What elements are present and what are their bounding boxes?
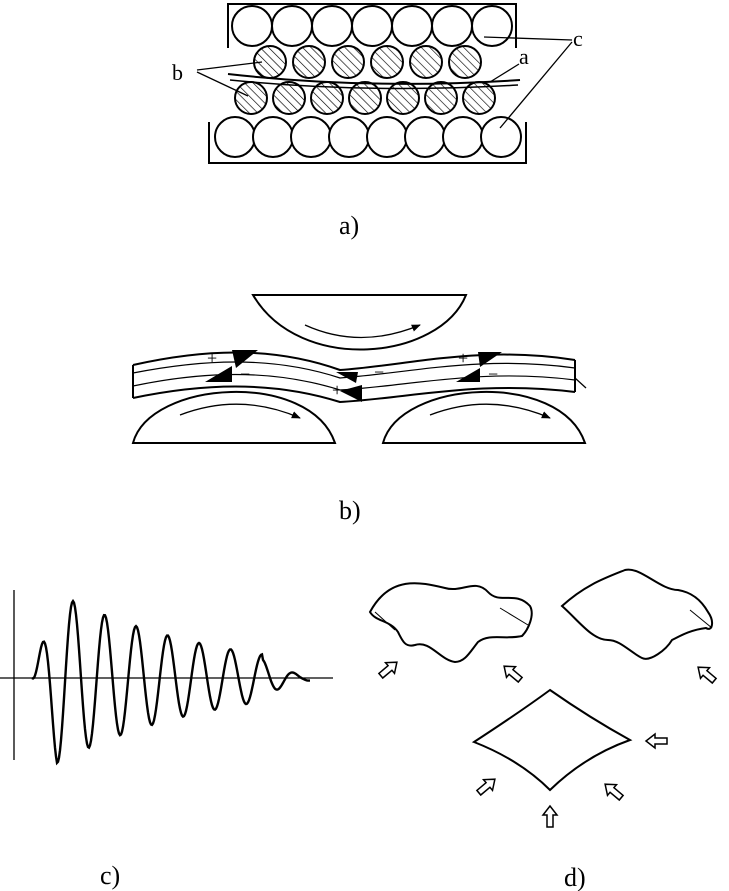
large-ball	[328, 116, 370, 158]
large-ball	[290, 116, 332, 158]
hatched-balls-lower-row	[234, 81, 496, 115]
top-plate	[227, 3, 517, 48]
panel-a-diagram: b a c	[172, 3, 583, 164]
panel-c-diagram	[0, 590, 333, 766]
large-ball	[311, 5, 353, 47]
leader-c-2	[499, 41, 573, 129]
decaying-oscillation-curve	[31, 598, 310, 766]
hollow-arrow-icon	[644, 732, 668, 750]
sign-plus-2: +	[332, 380, 342, 400]
strip-tail	[574, 377, 587, 389]
lower-half-roll-right	[381, 391, 587, 444]
lower-roll-right-arrow	[429, 403, 551, 419]
diamond-sheet	[471, 688, 633, 792]
stress-wedge-3	[336, 372, 358, 383]
stress-wedge-5	[478, 352, 502, 367]
compression-arrows	[377, 661, 718, 828]
label-a: a	[519, 44, 529, 69]
hatched-ball	[409, 45, 443, 79]
strip-middle-line-2	[132, 373, 576, 391]
hatched-ball	[348, 81, 382, 115]
caption-d: d)	[564, 863, 586, 891]
large-ball	[252, 116, 294, 158]
sign-minus-2: −	[374, 362, 384, 382]
hatched-balls-upper-row	[253, 45, 482, 79]
hatched-ball	[370, 45, 404, 79]
strip-bottom-edge	[132, 385, 576, 404]
large-ball	[471, 5, 513, 47]
sheet-1-edge	[374, 611, 396, 631]
large-ball	[351, 5, 393, 47]
hollow-arrow-icon	[541, 804, 559, 828]
caption-c: c)	[100, 861, 120, 890]
large-ball	[431, 5, 473, 47]
stress-wedge-1	[232, 350, 258, 368]
large-ball	[404, 116, 446, 158]
strip-middle-line-1	[132, 361, 576, 379]
hatched-ball	[424, 81, 458, 115]
large-ball	[366, 116, 408, 158]
strip-top-edge	[132, 351, 576, 372]
large-ball	[391, 5, 433, 47]
large-balls-bottom-row	[214, 116, 522, 158]
sign-minus-3: −	[488, 364, 498, 384]
lower-half-roll-left	[131, 391, 337, 444]
hatched-ball	[331, 45, 365, 79]
sheet-2-edge	[689, 609, 713, 629]
panel-b-diagram: + − + − + −	[131, 294, 587, 444]
panel-d-diagram	[368, 568, 718, 828]
large-ball	[271, 5, 313, 47]
sheet-1-edge-2	[499, 607, 529, 626]
sign-plus-3: +	[458, 348, 468, 368]
hollow-arrow-icon	[475, 778, 496, 797]
caption-a: a)	[339, 211, 359, 240]
large-ball	[480, 116, 522, 158]
wavy-sheet-2	[560, 568, 714, 660]
hollow-arrow-icon	[377, 661, 398, 680]
caption-b: b)	[339, 496, 361, 525]
upper-roll-arrow	[304, 324, 421, 339]
hatched-ball	[234, 81, 268, 115]
leader-b-1	[196, 61, 263, 71]
stress-wedge-6	[456, 368, 480, 382]
label-b: b	[172, 60, 183, 85]
hatched-ball	[292, 45, 326, 79]
bottom-plate	[208, 122, 527, 164]
label-c: c	[573, 26, 583, 51]
leader-b-2	[196, 71, 249, 97]
hatched-ball	[272, 81, 306, 115]
leader-c-1	[483, 36, 573, 41]
stress-wedge-2	[205, 366, 232, 382]
leader-a	[489, 63, 520, 83]
sign-plus-1: +	[207, 348, 217, 368]
large-balls-top-row	[231, 5, 513, 47]
sign-minus-1: −	[240, 364, 250, 384]
lower-roll-left-arrow	[179, 403, 301, 419]
hollow-arrow-icon	[503, 665, 524, 684]
hatched-ball	[310, 81, 344, 115]
hollow-arrow-icon	[604, 783, 625, 802]
hollow-arrow-icon	[697, 666, 718, 685]
upper-half-roll	[251, 294, 468, 351]
wavy-sheet-1	[368, 582, 533, 664]
large-ball	[214, 116, 256, 158]
hatched-ball	[386, 81, 420, 115]
large-ball	[442, 116, 484, 158]
large-ball	[231, 5, 273, 47]
hatched-ball	[448, 45, 482, 79]
hatched-ball	[462, 81, 496, 115]
stress-wedge-4	[340, 385, 362, 402]
